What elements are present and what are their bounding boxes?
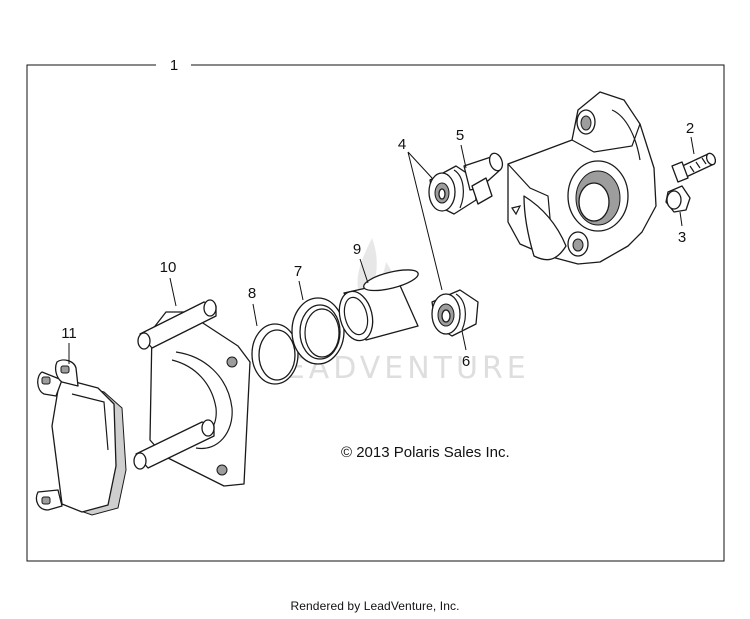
callout-6: 6: [462, 353, 470, 370]
leader-5: [460, 144, 467, 169]
leader-9: [359, 258, 369, 284]
callout-5: 5: [456, 127, 464, 144]
callout-10: 10: [160, 259, 177, 276]
part-4-boot[interactable]: [428, 165, 477, 215]
leader-6: [461, 330, 467, 351]
leader-3: [679, 211, 683, 227]
part-8-seal[interactable]: [251, 323, 299, 385]
copyright-text: © 2013 Polaris Sales Inc.: [341, 444, 510, 461]
callout-3: 3: [678, 229, 686, 246]
callout-9: 9: [353, 241, 361, 258]
callout-11: 11: [61, 325, 77, 342]
caliper-housing[interactable]: [507, 91, 657, 265]
part-6-boot[interactable]: [431, 289, 479, 337]
rendered-by-footer: Rendered by LeadVenture, Inc.: [290, 599, 460, 613]
part-3-bleeder-cap[interactable]: [665, 185, 691, 213]
part-10-caliper-bracket[interactable]: [133, 299, 251, 487]
leader-8: [252, 303, 258, 327]
leader-2: [690, 136, 695, 155]
callout-8: 8: [248, 285, 256, 302]
assembly-frame: [26, 64, 725, 562]
part-9-piston[interactable]: [334, 266, 420, 344]
callout-7: 7: [294, 263, 302, 280]
leader-4: [407, 151, 443, 291]
callout-2: 2: [686, 120, 694, 137]
part-2-bleeder-screw[interactable]: [671, 152, 717, 183]
leader-10: [169, 277, 177, 307]
callout-assembly-1: 1: [170, 57, 178, 74]
part-11-brake-pads[interactable]: [35, 359, 127, 516]
part-7-seal[interactable]: [291, 297, 345, 365]
leader-7: [298, 280, 304, 301]
callout-4: 4: [398, 136, 406, 153]
part-5-slide-pin[interactable]: [463, 151, 505, 205]
